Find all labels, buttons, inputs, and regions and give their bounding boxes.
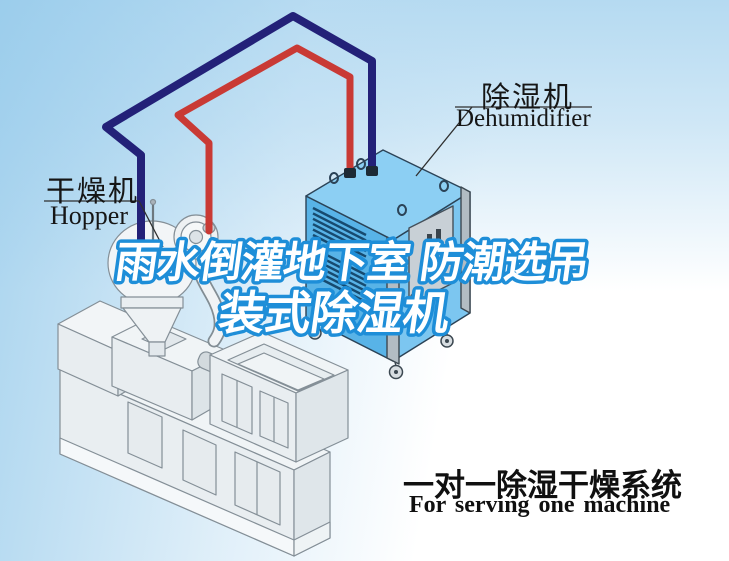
hopper-label-en: Hopper xyxy=(50,201,128,230)
leader-lines xyxy=(44,106,592,248)
title-line-2: 装式除湿机 xyxy=(216,287,453,339)
corner-strip xyxy=(386,236,400,365)
control-panel xyxy=(408,205,454,306)
lifting-eyes xyxy=(329,158,449,216)
injection-unit xyxy=(209,331,349,463)
hopper-label-zh: 干燥机 xyxy=(46,176,140,208)
machine-window xyxy=(127,401,163,469)
hopper-leader-line xyxy=(138,200,164,248)
dehumidifier-illustration xyxy=(305,149,471,380)
pipe-connector xyxy=(366,166,378,176)
system-caption-zh: 一对一除湿干燥系统 xyxy=(403,468,682,503)
caster-wheels xyxy=(308,320,454,380)
corner-strip xyxy=(460,186,471,314)
pipe-connector xyxy=(344,168,356,178)
title-overlay: 雨水倒灌地下室 防潮选吊 装式除湿机 xyxy=(109,236,596,343)
blower-duct xyxy=(189,251,227,348)
machine-window xyxy=(182,429,217,496)
panel-slot xyxy=(436,229,441,242)
panel-slot xyxy=(427,234,432,247)
supply-air-pipe xyxy=(174,44,354,235)
system-caption-en: For serving one machine xyxy=(409,492,671,518)
vent-slats xyxy=(312,206,367,304)
dehumidifier-label-en: Dehumidifier xyxy=(456,105,591,132)
return-air-pipe xyxy=(102,12,376,248)
title-line-1: 雨水倒灌地下室 防潮选吊 xyxy=(112,239,592,287)
dehumidifier-label-zh: 除湿机 xyxy=(481,82,575,114)
pipes xyxy=(102,12,378,248)
dehumidifier-leader-line xyxy=(415,106,473,177)
hopper-machine-illustration xyxy=(57,198,349,557)
